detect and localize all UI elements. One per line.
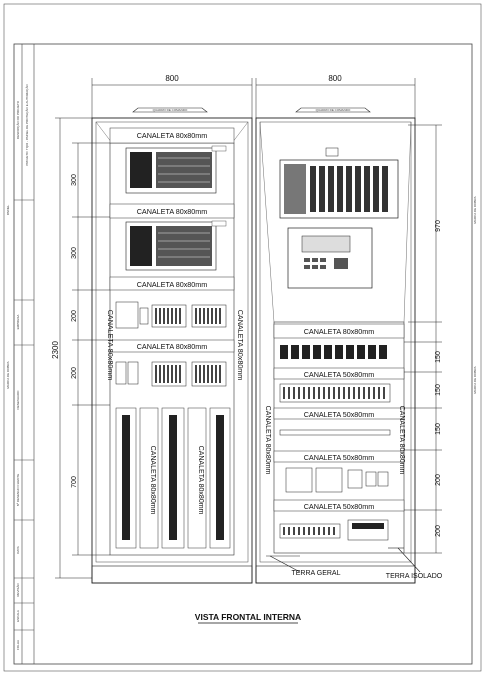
tb-line-3: DESENHADO xyxy=(16,390,20,410)
left-vertical-canaleta-left: CANALETA 80x80mm xyxy=(106,310,115,381)
dim-right-2: 150 xyxy=(435,423,442,435)
right-canaleta-1: CANALETA 50x80mm xyxy=(304,370,375,379)
dim-left-1: 300 xyxy=(71,247,78,259)
left-vertical-canaleta-right: CANALETA 80x80mm xyxy=(236,310,245,381)
inner-frame xyxy=(13,43,473,665)
dim-left-2: 200 xyxy=(71,310,78,322)
tb-line-6: REVISÃO xyxy=(15,583,20,597)
power-supplies xyxy=(285,467,389,493)
right-terminal-row-1 xyxy=(279,383,391,403)
right-terminal-row-2 xyxy=(279,519,389,541)
right-cabinet xyxy=(255,107,416,584)
hmi-panel xyxy=(287,227,373,289)
relay-unit-2 xyxy=(125,220,227,271)
dim-right-3: 200 xyxy=(435,474,442,486)
right-vertical-canaleta-right: CANALETA 80x80mm xyxy=(398,406,405,475)
dim-left-4: 700 xyxy=(71,476,78,488)
drawing-title: VISTA FRONTAL INTERNA xyxy=(195,612,301,622)
header-plate-left: QUADRO DE COMANDO xyxy=(153,108,188,112)
dim-height-total: 2300 xyxy=(51,341,60,359)
left-canaleta-0: CANALETA 80x80mm xyxy=(137,131,208,140)
rack-ied xyxy=(279,147,399,219)
dim-right-4: 200 xyxy=(435,525,442,537)
left-bottom-strips xyxy=(115,407,231,549)
dim-width-right: 800 xyxy=(328,74,342,83)
dim-right-1: 150 xyxy=(435,384,442,396)
tb-line-5: DATA xyxy=(16,546,20,554)
right-canaleta-0: CANALETA 80x80mm xyxy=(304,327,375,336)
dimension-lines xyxy=(55,78,442,579)
relay-unit-1 xyxy=(125,145,227,194)
header-plate-right: QUADRO DE COMANDO xyxy=(316,108,351,112)
margin-left-bottom: MARCA DE DOBRA xyxy=(6,361,10,388)
right-canaleta-4: CANALETA 50x80mm xyxy=(304,502,375,511)
margin-right-top: MARCA DE DOBRA xyxy=(473,196,477,223)
right-canaletas xyxy=(273,323,405,512)
margin-right-bottom: MARCA DE DOBRA xyxy=(473,366,477,393)
left-canaletas xyxy=(109,127,235,353)
margin-left-top: PAINEL xyxy=(6,204,10,215)
earth-leaders xyxy=(266,547,421,573)
title-block xyxy=(14,44,35,664)
right-canaleta-3: CANALETA 50x80mm xyxy=(304,453,375,462)
dim-left-3: 200 xyxy=(71,367,78,379)
left-bottom-canaleta-2: CANALETA 80x80mm xyxy=(197,446,204,515)
right-canaleta-2: CANALETA 50x80mm xyxy=(304,410,375,419)
tb-line-2: EMPRESA xyxy=(16,315,20,330)
left-canaleta-3: CANALETA 80x80mm xyxy=(137,342,208,351)
left-canaleta-1: CANALETA 80x80mm xyxy=(137,207,208,216)
terra-geral-label: TERRA GERAL xyxy=(291,570,340,577)
dim-width-left: 800 xyxy=(165,74,179,83)
terra-isolado-label: TERRA ISOLADO xyxy=(386,573,443,580)
dim-right-top: 970 xyxy=(435,220,442,232)
terminal-row-1 xyxy=(115,301,227,329)
dim-left-0: 300 xyxy=(71,174,78,186)
right-din-rail xyxy=(279,429,391,436)
tb-line-1: PROJETO: TQDI - PAINEL DE PROTEÇÃO E AUT… xyxy=(24,84,29,166)
tb-line-8: FOLHA xyxy=(16,640,20,650)
left-bottom-canaleta-1: CANALETA 80x80mm xyxy=(149,446,156,515)
tb-line-4: Nº DESENHO CLIENTE xyxy=(16,474,20,506)
sheet-border xyxy=(3,3,482,672)
dim-right-0: 150 xyxy=(435,351,442,363)
tb-line-0: DESCRIÇÃO DO PROJETO xyxy=(15,100,20,139)
terminal-row-2 xyxy=(115,361,227,387)
left-canaleta-2: CANALETA 80x80mm xyxy=(137,280,208,289)
right-vertical-canaleta-left: CANALETA 80x80mm xyxy=(264,406,271,475)
breaker-row xyxy=(280,345,387,359)
tb-line-7: ESCALA xyxy=(16,610,20,622)
